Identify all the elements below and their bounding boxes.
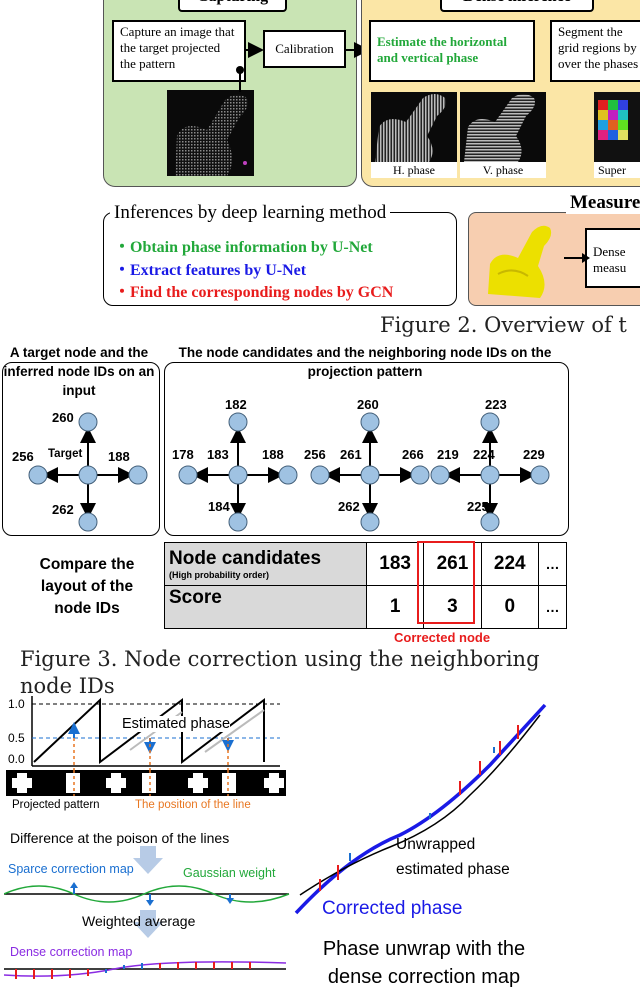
cand3-bottom-id: 225 xyxy=(467,499,489,514)
cand1-right-id: 188 xyxy=(262,447,284,462)
v-phase-label: V. phase xyxy=(460,162,546,178)
cand3-center-id: 224 xyxy=(473,447,495,462)
cand2-top-id: 260 xyxy=(357,397,379,412)
target-node-graph xyxy=(28,412,148,532)
capture-box: Capture an image that the target project… xyxy=(112,20,246,82)
inference-bullet-1: ・Obtain phase information by U-Net xyxy=(114,239,373,256)
weighted-average-label: Weighted average xyxy=(82,913,196,929)
cand2-bottom-id: 262 xyxy=(338,499,360,514)
measure-header: Measure xyxy=(566,192,640,214)
estimated-phase-label: Estimated phase xyxy=(122,716,231,732)
cand2-left-id: 256 xyxy=(304,447,326,462)
compare-label: Compare the layout of the node IDs xyxy=(39,556,135,617)
inference-bullet-3: ・Find the corresponding nodes by GCN xyxy=(114,284,394,301)
score-cell: 0 xyxy=(480,585,539,629)
right-node-box xyxy=(164,362,569,536)
candidate-2-graph xyxy=(310,412,430,532)
down-arrow-1 xyxy=(133,846,163,874)
score-cell: … xyxy=(537,585,568,629)
target-bottom-id: 262 xyxy=(52,502,74,517)
candidate-cell: … xyxy=(537,542,568,586)
candidate-cell: 261 xyxy=(423,542,482,586)
projected-pattern-label: Projected pattern xyxy=(12,799,100,811)
left-title: A target node and the inferred node IDs … xyxy=(3,345,155,398)
unwrapped-label: Unwrapped estimated phase xyxy=(396,836,510,878)
unwrap-caption: Phase unwrap with the dense correction m… xyxy=(322,938,526,988)
inference-bullet-2: ・Extract features by U-Net xyxy=(114,262,307,279)
sparse-correction-plot xyxy=(4,882,290,906)
superpixel-thumbnail: Super xyxy=(594,92,640,178)
bunny-pattern-image xyxy=(175,94,248,176)
table-row-score: Score 1 3 0 … xyxy=(164,585,568,629)
h-phase-thumbnail: H. phase xyxy=(371,92,457,178)
sparse-map-label: Sparce correction map xyxy=(8,862,134,876)
score-cell: 1 xyxy=(365,585,425,629)
figure-2-caption: Figure 2. Overview of t xyxy=(380,313,627,337)
row-label-score: Score xyxy=(164,585,367,629)
dense-map-label: Dense correction map xyxy=(10,945,133,959)
calibration-box: Calibration xyxy=(263,30,346,68)
cand1-top-id: 182 xyxy=(225,397,247,412)
difference-label: Difference at the poison of the lines xyxy=(10,830,230,846)
cand1-left-id: 178 xyxy=(172,447,194,462)
table-row-candidates: Node candidates (High probability order)… xyxy=(164,542,568,586)
superpixel-image xyxy=(594,92,640,162)
inference-title: Inferences by deep learning method xyxy=(110,202,391,224)
y-tick-0: 0.0 xyxy=(8,752,25,766)
corrected-phase-label: Corrected phase xyxy=(322,898,463,919)
estimate-phase-box: Estimate the horizontal and vertical pha… xyxy=(369,20,535,82)
measure-arrow xyxy=(564,253,590,263)
captured-image-thumbnail xyxy=(167,90,254,176)
projected-pattern-strip xyxy=(6,770,286,796)
cand3-left-id: 219 xyxy=(437,447,459,462)
superpixel-label: Super xyxy=(594,162,640,178)
target-label: Target xyxy=(48,448,83,460)
y-tick-05: 0.5 xyxy=(8,731,25,745)
dense-correction-plot xyxy=(4,961,287,979)
down-arrow-2 xyxy=(133,910,163,938)
corrected-highlight xyxy=(417,541,475,624)
corrected-node-label: Corrected node xyxy=(394,630,491,645)
cand2-right-id: 266 xyxy=(402,447,424,462)
right-title: The node candidates and the neighboring … xyxy=(178,345,552,379)
target-top-id: 260 xyxy=(52,410,74,425)
figure-3-caption-line1: Figure 3. Node correction using the neig… xyxy=(20,647,540,671)
candidate-table: Node candidates (High probability order)… xyxy=(164,542,568,629)
v-phase-thumbnail: V. phase xyxy=(460,92,546,178)
dense-inference-header: Dense inference xyxy=(440,0,594,12)
h-phase-image xyxy=(375,94,446,162)
segment-box: Segment the grid regions by over the pha… xyxy=(550,20,640,82)
candidates-label: Node candidates xyxy=(169,548,322,569)
gaussian-weight-label: Gaussian weight xyxy=(183,866,276,880)
cand3-right-id: 229 xyxy=(523,447,545,462)
candidate-cell: 183 xyxy=(365,542,425,586)
row-label-candidates: Node candidates (High probability order) xyxy=(164,542,367,586)
cand1-center-id: 183 xyxy=(207,447,229,462)
unwrapped-phase-plot xyxy=(294,703,547,915)
line-position-label: The position of the line xyxy=(135,799,251,811)
v-phase-image xyxy=(464,94,535,162)
candidate-cell: 224 xyxy=(480,542,539,586)
dense-measure-box: Dense measu xyxy=(585,228,640,288)
capturing-header: Capturing xyxy=(178,0,287,12)
candidates-sublabel: (High probability order) xyxy=(169,570,269,580)
cand1-bottom-id: 184 xyxy=(208,499,230,514)
left-node-box xyxy=(2,362,160,536)
candidate-3-graph xyxy=(430,412,550,532)
target-right-id: 188 xyxy=(108,449,130,464)
y-tick-1: 1.0 xyxy=(8,697,25,711)
candidate-1-graph xyxy=(178,412,298,532)
cand3-top-id: 223 xyxy=(485,397,507,412)
score-cell: 3 xyxy=(423,585,482,629)
h-phase-label: H. phase xyxy=(371,162,457,178)
target-left-id: 256 xyxy=(12,449,34,464)
bunny-3d-image xyxy=(488,225,552,298)
node-graphs xyxy=(28,412,550,532)
cand2-center-id: 261 xyxy=(340,447,362,462)
figure-3-caption-line2: node IDs xyxy=(20,674,115,698)
